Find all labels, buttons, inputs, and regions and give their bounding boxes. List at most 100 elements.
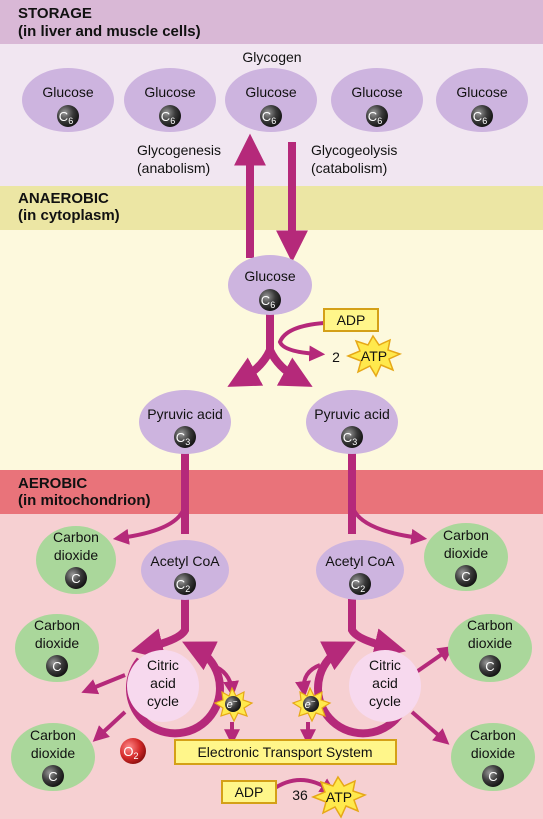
glucose-node: Glucose C6 [228, 255, 312, 315]
co2-line1: Carbon [53, 529, 99, 545]
atp-count-top: 2 [332, 349, 340, 365]
right-co2-arrow-bottom [410, 710, 450, 745]
carbon-badge [366, 105, 388, 127]
anaerobic-title: ANAEROBIC [18, 190, 109, 207]
carbon-badge [57, 105, 79, 127]
co2-line1: Carbon [30, 727, 76, 743]
carbon-dioxide-node: Carbon dioxide C [424, 523, 508, 591]
storage-header-bar [0, 0, 543, 44]
left-co2-arrow-bottom [92, 710, 127, 742]
co2-line1: Carbon [443, 527, 489, 543]
oxygen-label: O2 [123, 744, 138, 761]
glucose-unit: Glucose C6 [436, 68, 528, 132]
carbon-badge-letter: C2 [176, 577, 190, 594]
acetyl-right-label: Acetyl CoA [325, 553, 395, 569]
citric-left-line3: cycle [147, 693, 179, 709]
carbon-badge [341, 426, 363, 448]
acetyl-coa-left: Acetyl CoA C2 [141, 540, 229, 600]
left-co2-arrow-mid [81, 673, 126, 695]
carbon-badge-letter: C6 [473, 109, 487, 126]
anaerobic-header-bar [0, 186, 543, 230]
co2-line1: Carbon [467, 617, 513, 633]
carbon-dioxide-node: Carbon dioxide C [451, 723, 535, 791]
citric-acid-cycle-right: Citric acid cycle [349, 650, 421, 722]
right-co2-branch-top [350, 504, 428, 545]
acetyl-left-to-cycle [130, 596, 189, 660]
carbon-badge [174, 573, 196, 595]
glucose-label: Glucose [456, 84, 508, 100]
glucose-node-label: Glucose [244, 268, 296, 284]
carbon-badge [471, 105, 493, 127]
co2-line2: dioxide [31, 745, 76, 761]
carbon-dioxide-node: Carbon dioxide C [448, 614, 532, 682]
glycogeolysis-label: Glycogeolysis [311, 142, 397, 158]
aerobic-title: AEROBIC [18, 475, 87, 492]
carbon-badge-letter: C6 [368, 109, 382, 126]
citric-right-line2: acid [372, 675, 398, 691]
aerobic-header-bar [0, 470, 543, 514]
carbon-badge [65, 567, 87, 589]
carbon-badge-letter: C [52, 659, 61, 674]
atp-burst-top: ATP [345, 334, 403, 378]
acetyl-right-to-cycle [348, 596, 407, 660]
glucose-ellipse [331, 68, 423, 132]
glycogen-label: Glycogen [242, 49, 301, 65]
citric-right-line3: cycle [369, 693, 401, 709]
citric-left-line1: Citric [147, 657, 179, 673]
carbon-badge-letter: C [461, 569, 470, 584]
electron-symbol: e− [305, 697, 316, 711]
co2-line2: dioxide [444, 545, 489, 561]
electron-transport-system: Electronic Transport System [174, 739, 397, 765]
carbon-badge-letter: C6 [262, 109, 276, 126]
left-co2-branch-top [112, 504, 187, 545]
glycolysis-right-arrow [266, 348, 313, 387]
anabolism-label: (anabolism) [137, 160, 210, 176]
aerobic-subtitle: (in mitochondrion) [18, 492, 150, 509]
atp-label-bottom: ATP [326, 789, 352, 805]
adp-label-bottom: ADP [235, 784, 264, 800]
right-co2-arrow-mid [410, 645, 454, 677]
ets-label: Electronic Transport System [197, 744, 372, 760]
citric-right-line1: Citric [369, 657, 401, 673]
adp-box-bottom: ADP [221, 780, 277, 804]
adp-box-top: ADP [323, 308, 379, 332]
atp-burst-bottom: ATP [310, 775, 368, 819]
carbon-badge [349, 573, 371, 595]
co2-line2: dioxide [35, 635, 80, 651]
carbon-badge-letter: C3 [176, 430, 190, 447]
left-electron-arrow [211, 663, 239, 698]
acetyl-left-label: Acetyl CoA [150, 553, 220, 569]
carbon-badge-letter: C [48, 769, 57, 784]
carbon-badge [174, 426, 196, 448]
carbon-badge [259, 289, 281, 311]
carbon-badge-letter: C6 [59, 109, 73, 126]
anaerobic-subtitle: (in cytoplasm) [18, 207, 120, 224]
glucose-ellipse [225, 68, 317, 132]
carbon-badge-letter: C3 [343, 430, 357, 447]
carbon-badge-letter: C2 [351, 577, 365, 594]
citric-left-line2: acid [150, 675, 176, 691]
pyruvic-acid-right: Pyruvic acid C3 [306, 390, 398, 454]
storage-subtitle: (in liver and muscle cells) [18, 23, 201, 40]
catabolism-label: (catabolism) [311, 160, 387, 176]
citric-acid-cycle-left: Citric acid cycle [127, 650, 199, 722]
electron-burst-left: e− [213, 686, 254, 723]
pyruvic-acid-left: Pyruvic acid C3 [139, 390, 231, 454]
carbon-badge [455, 565, 477, 587]
pyruvic-right-label: Pyruvic acid [314, 406, 389, 422]
atp-label-top: ATP [361, 348, 387, 364]
glucose-label: Glucose [351, 84, 403, 100]
acetyl-coa-right: Acetyl CoA C2 [316, 540, 404, 600]
glucose-ellipse [124, 68, 216, 132]
carbon-dioxide-node: Carbon dioxide C [36, 526, 116, 594]
co2-line2: dioxide [54, 547, 99, 563]
carbon-badge [260, 105, 282, 127]
carbon-badge-letter: C [485, 659, 494, 674]
carbon-badge [479, 655, 501, 677]
glucose-label: Glucose [42, 84, 94, 100]
glucose-ellipse [22, 68, 114, 132]
carbon-badge-letter: C6 [161, 109, 175, 126]
pyruvic-left-label: Pyruvic acid [147, 406, 222, 422]
